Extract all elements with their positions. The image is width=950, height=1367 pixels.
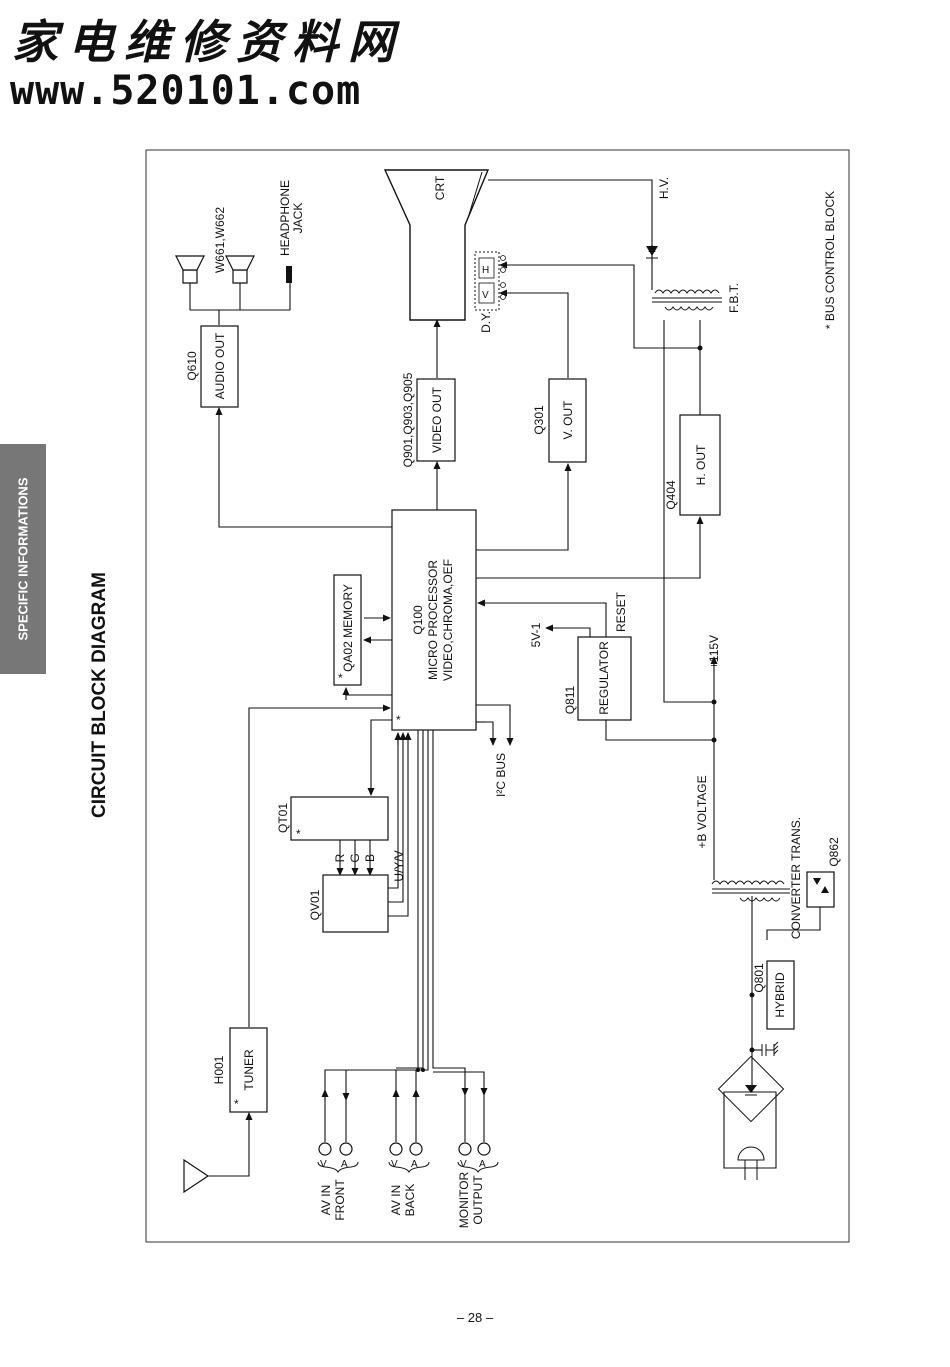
crt-label: CRT: [433, 175, 447, 200]
dy-shape: [474, 251, 500, 311]
label-monitor-2: OUTPUT: [471, 1175, 485, 1225]
audio-out-label: AUDIO OUT: [213, 332, 227, 399]
jack-a-monitor: A: [479, 1159, 486, 1170]
label-av-front-2: FRONT: [333, 1179, 347, 1221]
regulator-ref: Q811: [563, 685, 577, 714]
label-av-front-1: AV IN: [319, 1185, 333, 1215]
label-b: B: [363, 854, 377, 862]
qt01-block: [290, 796, 389, 841]
label-headphone-2: JACK: [291, 203, 305, 234]
label-headphone-1: HEADPHONE: [278, 180, 292, 256]
watermark-url: www.520101.com: [10, 68, 362, 114]
micro-line1: MICRO PROCESSOR: [426, 560, 440, 680]
jack-a-back: A: [411, 1159, 418, 1170]
speaker-icon: [175, 255, 255, 284]
label-i2c-bus: I²C BUS: [494, 753, 508, 797]
memory-label: QA02 MEMORY: [341, 584, 355, 672]
micro-mark: *: [396, 713, 401, 727]
label-dy-v: V: [482, 290, 489, 301]
jack-v-back: V: [391, 1159, 398, 1170]
h-out-block: [679, 414, 721, 516]
qt01-mark: *: [296, 827, 301, 841]
jack-v-front: V: [320, 1159, 327, 1170]
qv01-ref: QV01: [308, 889, 322, 920]
label-115v: +115V: [707, 635, 721, 669]
label-speakers: W661,W662: [213, 207, 227, 273]
tuner-mark: *: [234, 1097, 239, 1111]
memory-mark: *: [338, 671, 343, 685]
label-av-back-2: BACK: [403, 1184, 417, 1217]
audio-out-ref: Q610: [185, 351, 199, 381]
side-tab: SPECIFIC INFORMATIONS: [0, 444, 46, 674]
v-out-ref: Q301: [532, 405, 546, 435]
regulator-label: REGULATOR: [597, 641, 611, 715]
video-out-ref: Q901,Q903,Q905: [401, 372, 415, 467]
label-dy-h: H: [482, 265, 489, 276]
page-number: – 28 –: [456, 1310, 494, 1325]
h-out-label: H. OUT: [694, 444, 708, 485]
label-b-voltage: +B VOLTAGE: [695, 775, 709, 848]
antenna-icon: [183, 1158, 210, 1194]
micro-ref: Q100: [411, 605, 425, 635]
label-av-back-1: AV IN: [389, 1185, 403, 1215]
hybrid-ref: Q801: [752, 963, 766, 993]
jack-v-monitor: V: [460, 1159, 467, 1170]
label-5v: 5V-1: [529, 622, 543, 647]
video-out-block: [416, 378, 456, 462]
regulator-block: [577, 636, 632, 721]
qt01-ref: QT01: [276, 803, 290, 833]
label-q862: Q862: [827, 837, 841, 867]
label-dy: D.Y.: [479, 311, 493, 333]
hybrid-block: [766, 960, 795, 1030]
hybrid-label: HYBRID: [773, 972, 787, 1018]
tuner-block: [229, 1027, 268, 1113]
h-out-ref: Q404: [664, 480, 678, 510]
q862-block: [806, 871, 835, 908]
label-uyv: U/Y/V: [392, 850, 406, 881]
label-bus-control: * BUS CONTROL BLOCK: [823, 191, 837, 329]
diagram-frame: [145, 149, 850, 1243]
label-monitor-1: MONITOR: [457, 1171, 471, 1228]
qv01-block: [322, 874, 389, 933]
tuner-ref: H001: [212, 1055, 226, 1084]
watermark-chinese: 家电维修资料网: [12, 15, 404, 69]
v-out-label: V. OUT: [561, 400, 575, 440]
memory-block: [333, 574, 362, 686]
label-converter: CONVERTER TRANS.: [789, 817, 803, 939]
v-out-block: [548, 378, 587, 463]
label-hv: H.V.: [657, 177, 671, 199]
micro-block: [391, 509, 477, 731]
video-out-label: VIDEO OUT: [430, 386, 444, 453]
audio-out-block: [200, 325, 239, 408]
tuner-label: TUNER: [242, 1049, 256, 1091]
label-fbt: F.B.T.: [727, 283, 741, 313]
label-r: R: [333, 853, 347, 862]
label-reset: RESET: [614, 591, 628, 632]
micro-line2: VIDEO,CHROMA,OEF: [441, 559, 455, 681]
label-g: G: [348, 853, 362, 862]
crt-shape: [383, 169, 490, 321]
jack-icons: [318, 1142, 491, 1156]
jack-a-front: A: [341, 1159, 348, 1170]
